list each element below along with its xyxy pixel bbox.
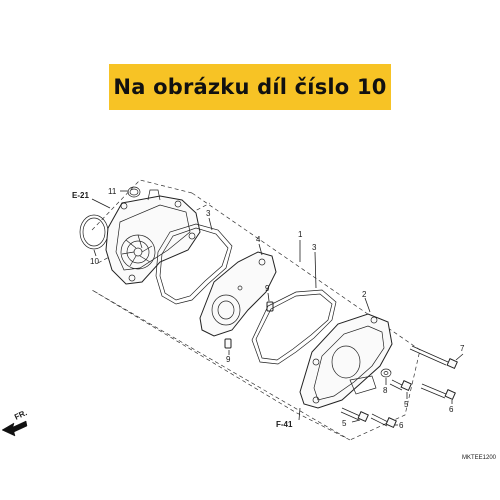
callout-11: 11 (108, 187, 117, 196)
callout-5-upper: 5 (404, 400, 409, 409)
part-8-washer (380, 368, 392, 378)
part-2-pump-cover (299, 313, 393, 409)
callout-8: 8 (383, 386, 388, 395)
callout-4: 4 (256, 235, 261, 244)
callout-3-right: 3 (312, 243, 317, 252)
part-number-banner: Na obrázku díl číslo 10 (109, 64, 391, 110)
part-5-bolt-upper (389, 379, 412, 392)
pump-body (105, 189, 201, 285)
callout-10: 10 (90, 257, 99, 266)
part-11-small-o-ring (127, 186, 141, 198)
part-3-gasket-right (251, 289, 337, 365)
front-direction-label: FR. (13, 408, 28, 422)
callout-9-lower: 9 (226, 355, 231, 364)
front-direction-arrow-icon (1, 420, 28, 437)
part-6-bolt-lower (370, 413, 397, 429)
callout-6-lower: 6 (399, 421, 404, 430)
part-3-gasket-left (155, 223, 233, 305)
diagram-code: MKTEE1200 (462, 455, 497, 461)
reference-e21: E-21 (72, 191, 89, 200)
part-6-bolt-right (420, 383, 456, 401)
callout-7: 7 (460, 344, 465, 353)
reference-f41: F-41 (276, 420, 293, 429)
part-7-bolt (409, 345, 458, 370)
banner-text: Na obrázku díl číslo 10 (113, 75, 387, 99)
callout-2: 2 (362, 290, 367, 299)
callout-6-upper: 6 (449, 405, 454, 414)
leader-lines (91, 190, 464, 426)
callout-3-left: 3 (206, 209, 211, 218)
part-10-o-ring (79, 214, 109, 250)
part-5-bolt-lower (340, 407, 369, 423)
callout-5-lower: 5 (342, 419, 347, 428)
callout-1: 1 (298, 230, 303, 239)
callout-9-upper: 9 (265, 284, 270, 293)
part-4-plate (199, 251, 277, 337)
